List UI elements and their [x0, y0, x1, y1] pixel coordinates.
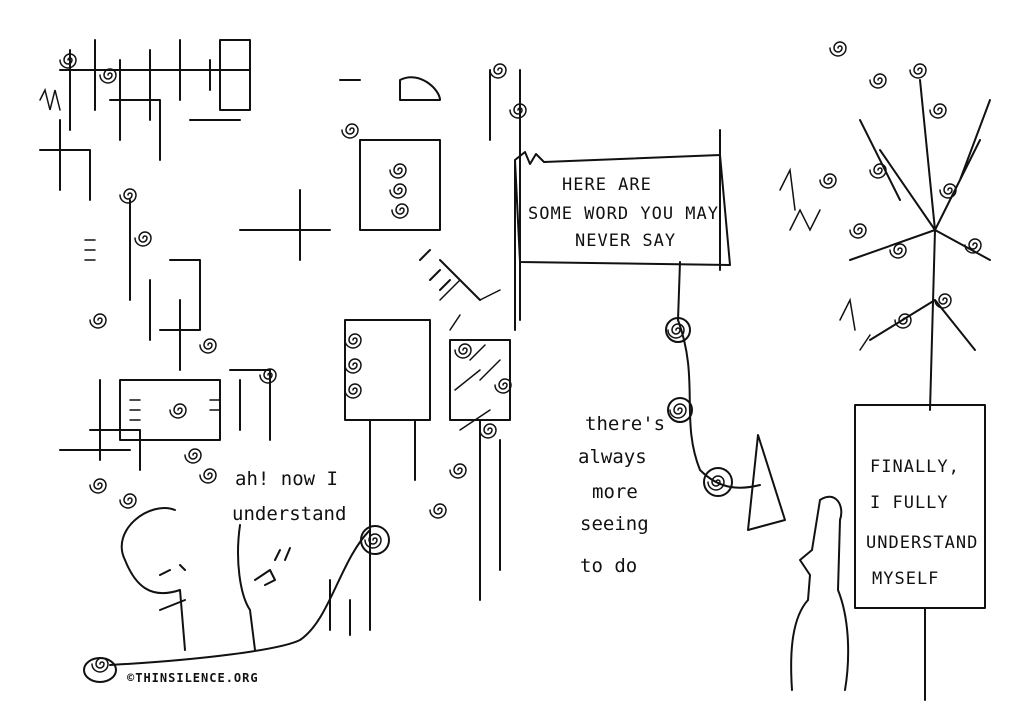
circle-chain [665, 261, 786, 531]
speech-line: ah! now I [235, 468, 338, 490]
left-scribble-cluster [39, 39, 277, 509]
right-sign: FINALLY, I FULLY UNDERSTAND MYSELF [854, 404, 986, 701]
sign-line: I FULLY [870, 493, 949, 513]
center-sign: HERE ARE SOME WORD YOU MAY NEVER SAY [514, 129, 731, 331]
speech-line: understand [232, 503, 346, 525]
right-tree [779, 41, 991, 411]
caption-line: seeing [580, 513, 649, 535]
standing-figure [790, 495, 850, 691]
center-scribble-cluster [109, 63, 527, 666]
caption-line: there's [585, 413, 665, 435]
credit-text: ©THINSILENCE.ORG [127, 671, 259, 685]
credit: ©THINSILENCE.ORG [83, 657, 259, 685]
sign-line: UNDERSTAND [866, 533, 978, 553]
sign-line: NEVER SAY [575, 231, 676, 251]
left-figures: ah! now I understand [120, 468, 346, 651]
sign-line: HERE ARE [562, 175, 652, 195]
sign-line: FINALLY, [870, 457, 960, 477]
sign-line: MYSELF [872, 569, 939, 589]
sign-line: SOME WORD YOU MAY [528, 204, 719, 224]
caption-line: more [592, 481, 638, 503]
caption-line: always [578, 446, 647, 468]
caption-line: to do [580, 555, 637, 577]
